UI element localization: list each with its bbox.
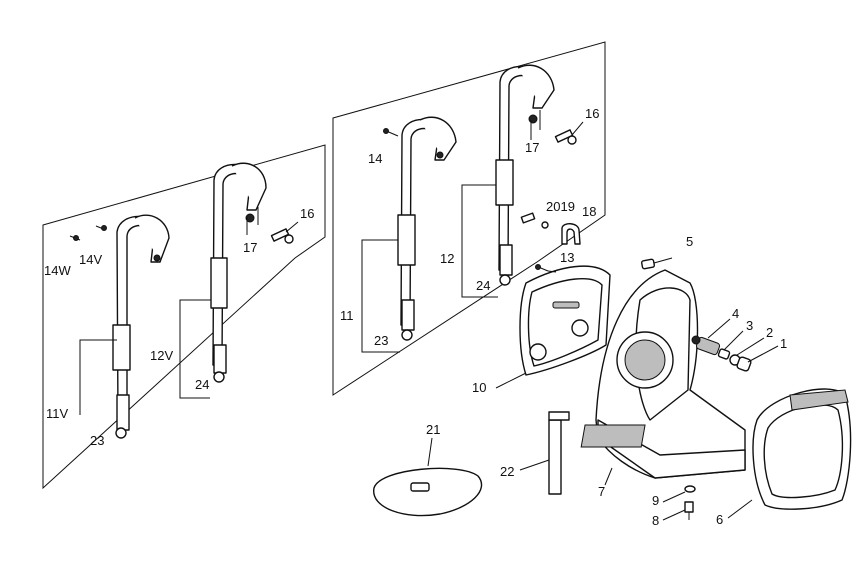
label-9: 9 — [652, 493, 659, 508]
label-12: 12 — [440, 251, 454, 266]
screw-14w — [69, 235, 81, 241]
label-16-left: 16 — [300, 206, 314, 221]
screw-13 — [535, 264, 549, 272]
bolt-8 — [684, 501, 694, 520]
spring-4 — [691, 335, 721, 356]
label-17-left: 17 — [243, 240, 257, 255]
label-18: 18 — [582, 204, 596, 219]
label-23-left: 23 — [90, 433, 104, 448]
label-2: 2 — [766, 325, 773, 340]
label-10: 10 — [472, 380, 486, 395]
strap-11v — [112, 214, 170, 439]
label-22: 22 — [500, 464, 514, 479]
label-8: 8 — [652, 513, 659, 528]
label-1: 1 — [780, 336, 787, 351]
label-12v: 12V — [150, 348, 173, 363]
panel-middle-outline — [332, 41, 606, 396]
label-17-middle: 17 — [525, 140, 539, 155]
label-3: 3 — [746, 318, 753, 333]
label-11: 11 — [340, 308, 354, 323]
label-5: 5 — [686, 234, 693, 249]
strap-12v — [210, 162, 267, 383]
label-21: 21 — [426, 422, 440, 437]
bolt-16-middle — [554, 129, 577, 145]
plate-21 — [373, 467, 483, 517]
label-11v: 11V — [46, 406, 68, 421]
label-24-middle: 24 — [476, 278, 490, 293]
label-13: 13 — [560, 250, 574, 265]
knob-1 — [736, 356, 752, 372]
strap-11 — [397, 116, 457, 341]
label-20-19: 2019 — [546, 199, 575, 214]
label-6: 6 — [716, 512, 723, 527]
screw-14 — [383, 128, 399, 137]
bushing-3 — [717, 348, 731, 360]
cover-6 — [752, 388, 852, 510]
bolt-5 — [641, 257, 673, 270]
screw-14v — [95, 225, 107, 231]
label-7: 7 — [598, 484, 605, 499]
label-16-middle: 16 — [585, 106, 599, 121]
label-4: 4 — [732, 306, 739, 321]
frame-7 — [580, 269, 746, 479]
label-14: 14 — [368, 151, 382, 166]
clip-18-19-20 — [520, 212, 581, 245]
label-24-left: 24 — [195, 377, 209, 392]
panel-left-outline — [42, 144, 326, 490]
pad-22 — [548, 411, 570, 495]
bolt-16-left — [270, 228, 294, 244]
label-14v: 14V — [79, 252, 102, 267]
back-pad-10 — [519, 265, 611, 376]
washer-9 — [684, 485, 696, 493]
label-14w: 14W — [44, 263, 71, 278]
strap-12 — [495, 64, 555, 286]
label-23-middle: 23 — [374, 333, 388, 348]
